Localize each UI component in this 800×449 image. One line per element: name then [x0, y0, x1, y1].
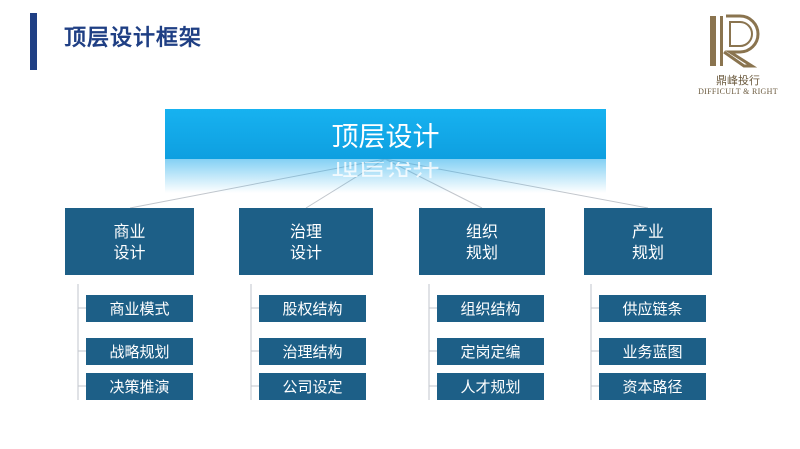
item-box: 公司设定 — [259, 373, 366, 400]
company-logo: 鼎峰投行 DIFFICULT & RIGHT — [688, 12, 788, 102]
logo-mark-icon — [710, 14, 760, 68]
category-box-governance: 治理 设计 — [239, 208, 373, 275]
item-box: 股权结构 — [259, 295, 366, 322]
category-label-line1: 组织 — [465, 221, 498, 241]
logo-chinese-name: 鼎峰投行 — [716, 74, 760, 87]
item-box: 组织结构 — [437, 295, 544, 322]
category-box-industry: 产业 规划 — [584, 208, 712, 275]
logo-english-name: DIFFICULT & RIGHT — [698, 87, 778, 96]
item-box: 战略规划 — [86, 338, 193, 365]
category-label-line2: 规划 — [465, 242, 498, 262]
item-box: 供应链条 — [599, 295, 706, 322]
item-box: 业务蓝图 — [599, 338, 706, 365]
item-box: 人才规划 — [437, 373, 544, 400]
item-box: 商业模式 — [86, 295, 193, 322]
top-box-reflection — [165, 159, 606, 193]
page-title: 顶层设计框架 — [64, 26, 203, 51]
top-box-reflection-text: 顶层设计 — [331, 162, 440, 179]
category-box-organization: 组织 规划 — [419, 208, 545, 275]
item-box: 治理结构 — [259, 338, 366, 365]
item-box: 定岗定编 — [437, 338, 544, 365]
category-label-line2: 设计 — [289, 242, 322, 262]
item-box: 决策推演 — [86, 373, 193, 400]
category-label-line2: 设计 — [113, 242, 146, 262]
category-label-line1: 商业 — [113, 221, 146, 241]
title-accent-bar — [30, 13, 37, 70]
top-design-box: 顶层设计 — [165, 109, 606, 159]
category-label-line1: 治理 — [289, 221, 322, 241]
category-box-business: 商业 设计 — [65, 208, 194, 275]
category-label-line1: 产业 — [631, 221, 664, 241]
item-box: 资本路径 — [599, 373, 706, 400]
category-label-line2: 规划 — [631, 242, 664, 262]
